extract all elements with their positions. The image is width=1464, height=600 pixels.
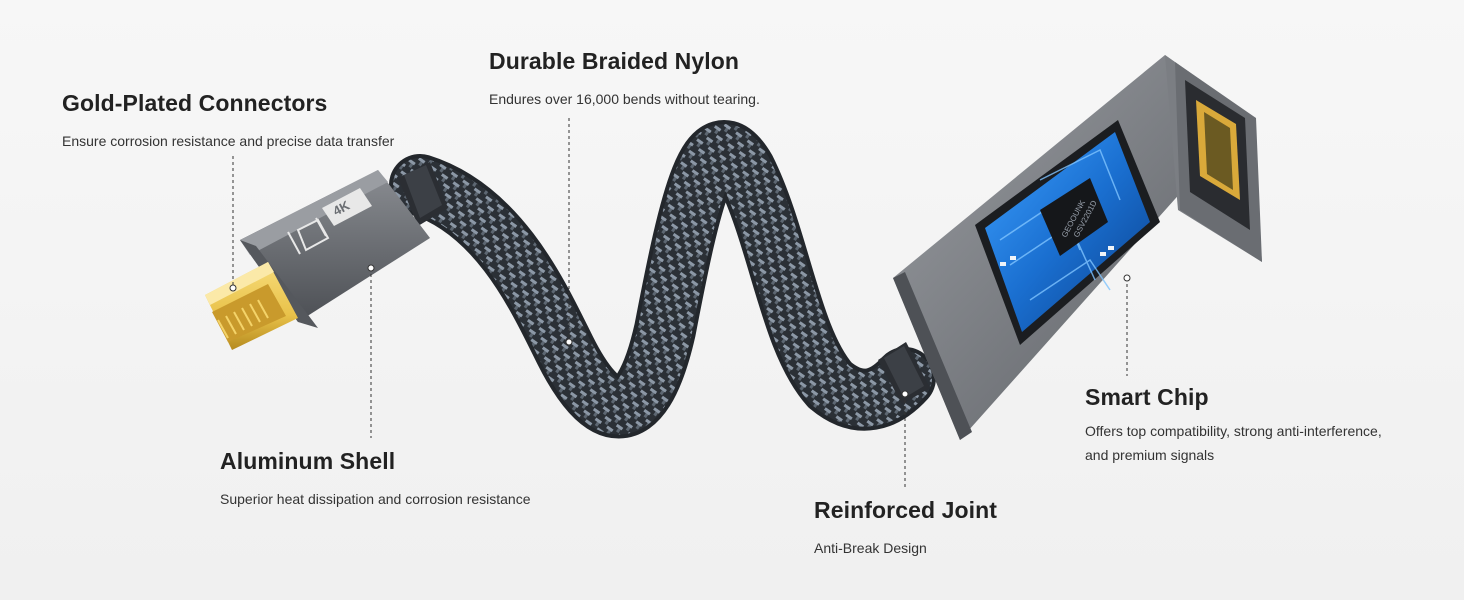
feature-smart-chip: Smart Chip Offers top compatibility, str… — [1085, 384, 1382, 467]
feature-description-line2: and premium signals — [1085, 447, 1215, 463]
feature-title: Aluminum Shell — [220, 448, 396, 474]
feature-gold-plated: Gold-Plated Connectors Ensure corrosion … — [62, 90, 394, 153]
callout-lines — [232, 118, 1128, 490]
feature-title: Reinforced Joint — [814, 497, 998, 523]
hdmi-port — [1185, 80, 1250, 230]
smart-chip: GEOOUNK GSV2201D — [975, 120, 1160, 345]
feature-title: Smart Chip — [1085, 384, 1209, 410]
feature-title: Gold-Plated Connectors — [62, 90, 328, 116]
feature-reinforced-joint: Reinforced Joint Anti-Break Design — [814, 497, 997, 560]
gold-plated-connector — [205, 262, 298, 350]
feature-description: Ensure corrosion resistance and precise … — [62, 133, 395, 149]
feature-description: Offers top compatibility, strong anti-in… — [1085, 419, 1382, 467]
feature-description: Superior heat dissipation and corrosion … — [220, 491, 531, 507]
feature-title: Durable Braided Nylon — [489, 48, 740, 74]
reinforced-joint — [878, 342, 930, 404]
feature-description-line1: Offers top compatibility, strong anti-in… — [1085, 423, 1382, 439]
4k-badge: 4K — [322, 188, 372, 226]
feature-aluminum-shell: Aluminum Shell Superior heat dissipation… — [220, 448, 531, 511]
feature-braided-nylon: Durable Braided Nylon Endures over 16,00… — [489, 48, 760, 111]
callout-dots — [229, 264, 1131, 398]
strain-relief-left — [398, 162, 448, 226]
feature-description: Endures over 16,000 bends without tearin… — [489, 91, 760, 107]
mini-displayport-icon — [287, 217, 330, 255]
feature-description: Anti-Break Design — [814, 540, 927, 556]
badge-text: 4K — [330, 197, 352, 218]
